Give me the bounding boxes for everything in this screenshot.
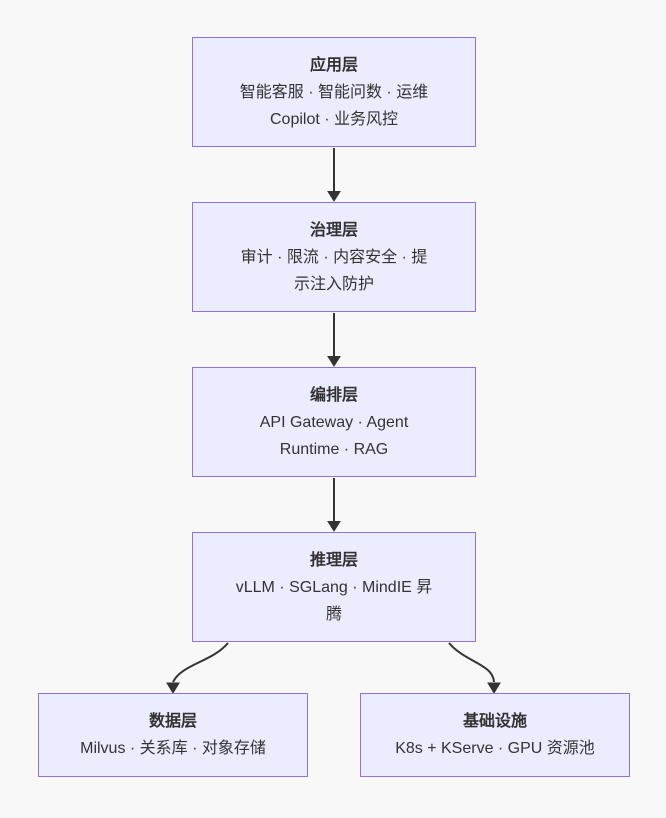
edge-inference-to-data	[166, 642, 229, 694]
node-governance-layer: 治理层 审计 · 限流 · 内容安全 · 提 示注入防护	[192, 202, 476, 312]
node-text-line: 腾	[325, 605, 342, 623]
node-text-line: 示注入防护	[293, 275, 374, 293]
node-data-layer: 数据层 Milvus · 关系库 · 对象存储	[38, 693, 308, 777]
node-title: 数据层	[148, 713, 197, 730]
node-title: 编排层	[309, 386, 358, 404]
node-text-line: 审计 · 限流 · 内容安全 · 提	[240, 248, 428, 266]
node-infrastructure: 基础设施 K8s + KServe · GPU 资源池	[360, 693, 630, 777]
node-text-line: vLLM · SGLang · MindIE 昇	[235, 578, 433, 596]
edge-orchestration-to-inference	[327, 478, 341, 532]
node-title: 应用层	[309, 56, 358, 74]
node-title: 基础设施	[462, 713, 527, 730]
node-text-line: 智能客服 · 智能问数 · 运维	[239, 83, 429, 101]
node-text-line: API Gateway · Agent	[259, 413, 409, 431]
node-text-line: Milvus · 关系库 · 对象存储	[80, 740, 266, 757]
node-application-layer: 应用层 智能客服 · 智能问数 · 运维 Copilot · 业务风控	[192, 37, 476, 147]
node-title: 治理层	[309, 221, 358, 239]
node-text-line: Copilot · 业务风控	[269, 110, 399, 128]
node-orchestration-layer: 编排层 API Gateway · Agent Runtime · RAG	[192, 367, 476, 477]
edge-application-to-governance	[327, 148, 341, 202]
node-title: 推理层	[309, 551, 358, 569]
node-text-line: K8s + KServe · GPU 资源池	[395, 740, 595, 757]
edge-inference-to-infrastructure	[448, 642, 501, 694]
node-inference-layer: 推理层 vLLM · SGLang · MindIE 昇 腾	[192, 532, 476, 642]
edge-governance-to-orchestration	[327, 313, 341, 367]
node-text-line: Runtime · RAG	[279, 440, 389, 458]
